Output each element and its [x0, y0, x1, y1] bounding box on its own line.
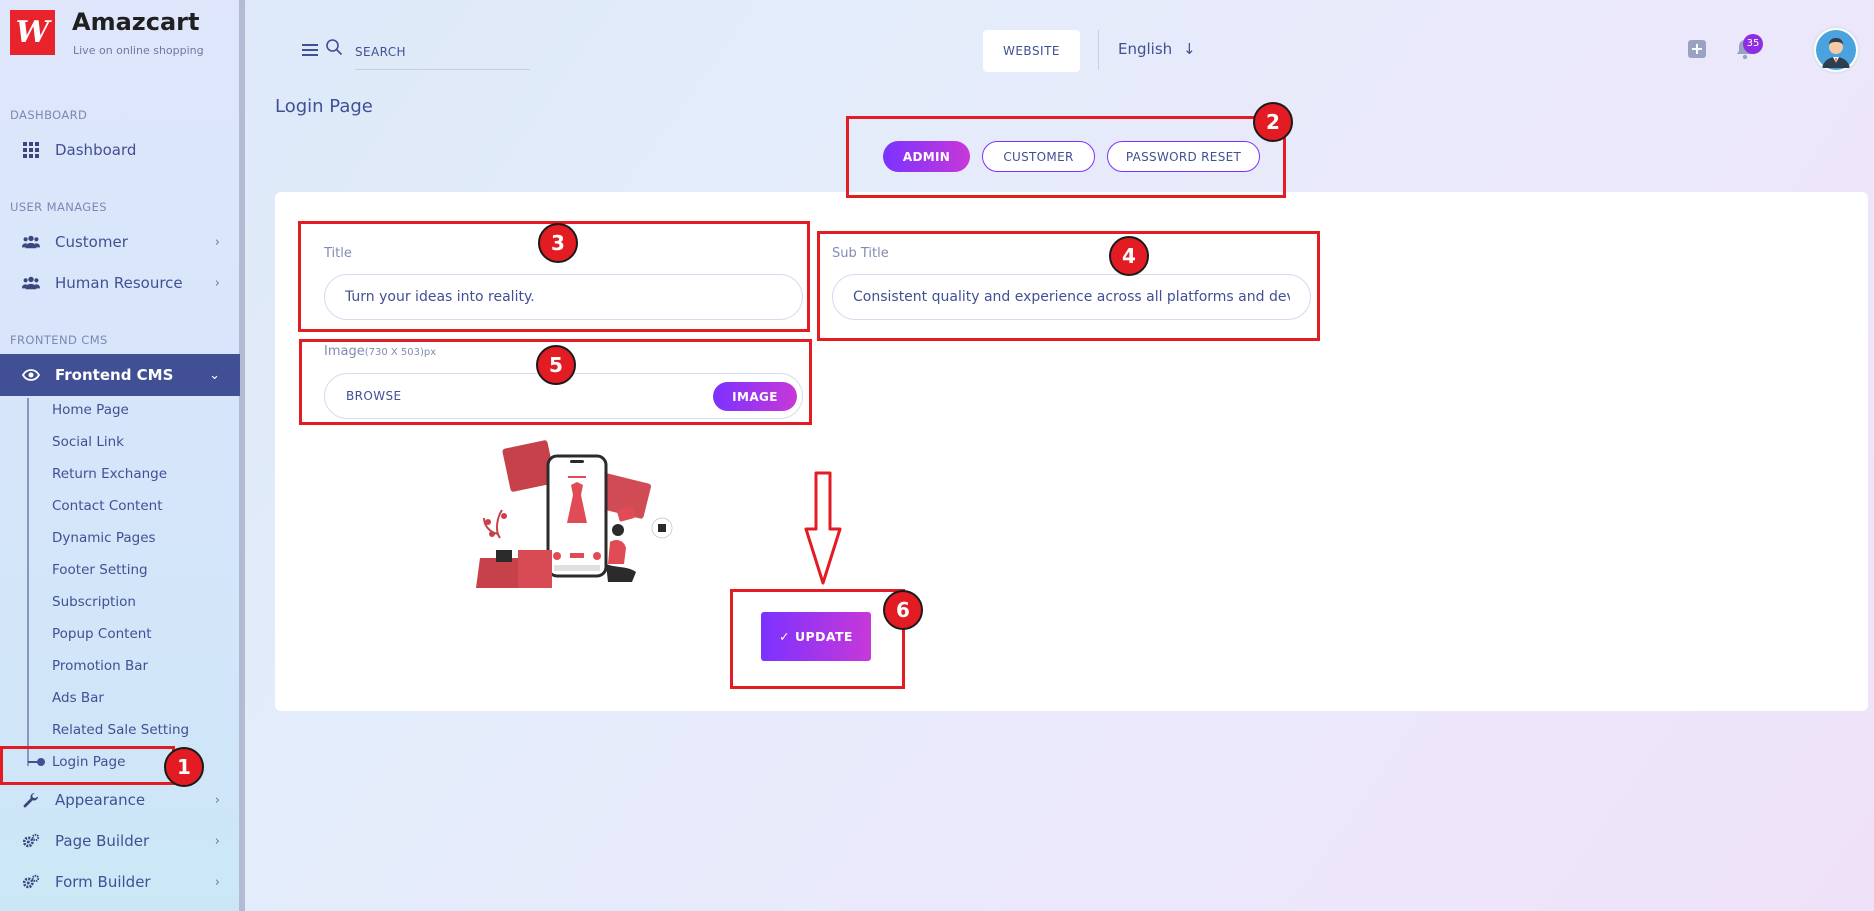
update-button[interactable]: ✓ UPDATE	[761, 612, 871, 661]
annotation-badge-5: 5	[536, 345, 576, 385]
annotation-badge-4: 4	[1109, 236, 1149, 276]
chevron-down-icon: ⌄	[209, 367, 220, 383]
language-label: English	[1118, 40, 1173, 58]
gears-icon	[22, 832, 40, 850]
submenu-item-subscription[interactable]: Subscription	[52, 594, 136, 610]
search-input[interactable]	[355, 34, 530, 70]
submenu-item-dynamic-pages[interactable]: Dynamic Pages	[52, 530, 156, 546]
annotation-badge-3: 3	[538, 223, 578, 263]
submenu-item-home-page[interactable]: Home Page	[52, 402, 129, 418]
annotation-box-2	[846, 116, 1286, 198]
header-divider	[1098, 30, 1099, 70]
submenu-item-contact-content[interactable]: Contact Content	[52, 498, 163, 514]
submenu-item-footer-setting[interactable]: Footer Setting	[52, 562, 148, 578]
tab-customer[interactable]: CUSTOMER	[982, 141, 1095, 172]
sidebar: W Amazcart Live on online shopping DASHB…	[0, 0, 245, 911]
title-input[interactable]	[324, 274, 803, 320]
grid-icon	[22, 141, 40, 159]
annotation-badge-2: 2	[1253, 102, 1293, 142]
sidebar-item-label: Customer	[55, 233, 128, 251]
chevron-right-icon: ›	[214, 234, 220, 250]
sidebar-item-page-builder[interactable]: Page Builder ›	[0, 821, 240, 861]
language-selector[interactable]: English ↓	[1118, 40, 1196, 58]
annotation-box-1	[0, 746, 175, 785]
section-label-user-manages: USER MANAGES	[10, 200, 107, 214]
update-button-label: UPDATE	[795, 629, 853, 644]
image-upload-button[interactable]: IMAGE	[713, 382, 797, 411]
wrench-icon	[22, 791, 40, 809]
submenu-item-promotion-bar[interactable]: Promotion Bar	[52, 658, 149, 674]
submenu-line	[27, 398, 29, 766]
submenu-item-social-link[interactable]: Social Link	[52, 434, 124, 450]
submenu-item-popup-content[interactable]: Popup Content	[52, 626, 152, 642]
sidebar-item-human-resource[interactable]: Human Resource ›	[0, 263, 240, 303]
menu-toggle-icon[interactable]	[302, 44, 318, 56]
search-icon[interactable]	[325, 38, 343, 56]
image-label-text: Image	[324, 344, 365, 359]
gears-icon	[22, 873, 40, 891]
tab-password-reset[interactable]: PASSWORD RESET	[1107, 141, 1260, 172]
chevron-right-icon: ›	[214, 833, 220, 849]
sidebar-item-label: Form Builder	[55, 873, 151, 891]
arrow-down-annotation	[804, 471, 842, 585]
chevron-right-icon: ›	[214, 275, 220, 291]
brand-tagline: Live on online shopping	[73, 44, 204, 57]
submenu-item-related-sale-setting[interactable]: Related Sale Setting	[52, 722, 190, 738]
sidebar-item-label: Page Builder	[55, 832, 150, 850]
tab-admin[interactable]: ADMIN	[883, 141, 970, 172]
notification-badge: 35	[1743, 34, 1763, 54]
submenu-item-return-exchange[interactable]: Return Exchange	[52, 466, 168, 482]
eye-icon	[22, 366, 40, 384]
sidebar-item-label: Human Resource	[55, 274, 183, 292]
annotation-box-5	[299, 339, 812, 425]
sidebar-item-frontend-cms[interactable]: Frontend CMS ⌄	[0, 354, 240, 396]
annotation-box-6	[730, 589, 905, 689]
brand-name: Amazcart	[72, 8, 200, 36]
sidebar-item-form-builder[interactable]: Form Builder ›	[0, 862, 240, 902]
chevron-right-icon: ›	[214, 792, 220, 808]
avatar[interactable]	[1814, 28, 1858, 72]
browse-placeholder: BROWSE	[346, 389, 402, 403]
arrow-down-icon: ↓	[1182, 40, 1196, 58]
sidebar-item-label: Appearance	[55, 791, 146, 809]
subtitle-label: Sub Title	[832, 246, 889, 261]
section-label-dashboard: DASHBOARD	[10, 108, 88, 122]
submenu-item-ads-bar[interactable]: Ads Bar	[52, 690, 104, 706]
image-label: Image(730 X 503)px	[324, 344, 436, 359]
sidebar-item-label: Frontend CMS	[55, 366, 174, 384]
annotation-badge-1: 1	[164, 747, 204, 787]
annotation-badge-6: 6	[883, 590, 923, 630]
sidebar-item-appearance[interactable]: Appearance ›	[0, 780, 240, 820]
website-button[interactable]: WEBSITE	[983, 30, 1080, 72]
annotation-box-4	[817, 231, 1320, 341]
sidebar-item-customer[interactable]: Customer ›	[0, 222, 240, 262]
page-title: Login Page	[275, 96, 373, 117]
subtitle-input[interactable]	[832, 274, 1311, 320]
annotation-box-3	[298, 221, 810, 332]
check-icon: ✓	[779, 629, 790, 644]
sidebar-item-dashboard[interactable]: Dashboard	[0, 130, 240, 170]
active-indicator	[28, 758, 45, 766]
login-illustration	[476, 440, 673, 588]
chevron-right-icon: ›	[214, 874, 220, 890]
sidebar-item-label: Dashboard	[55, 141, 137, 159]
users-icon	[22, 274, 40, 292]
submenu-item-login-page[interactable]: Login Page	[52, 754, 126, 770]
title-label: Title	[324, 246, 352, 261]
image-size-hint: (730 X 503)px	[364, 347, 437, 358]
section-label-frontend-cms: FRONTEND CMS	[10, 333, 108, 347]
brand-logo: W	[10, 10, 55, 55]
add-icon[interactable]: +	[1688, 40, 1706, 58]
users-icon	[22, 233, 40, 251]
